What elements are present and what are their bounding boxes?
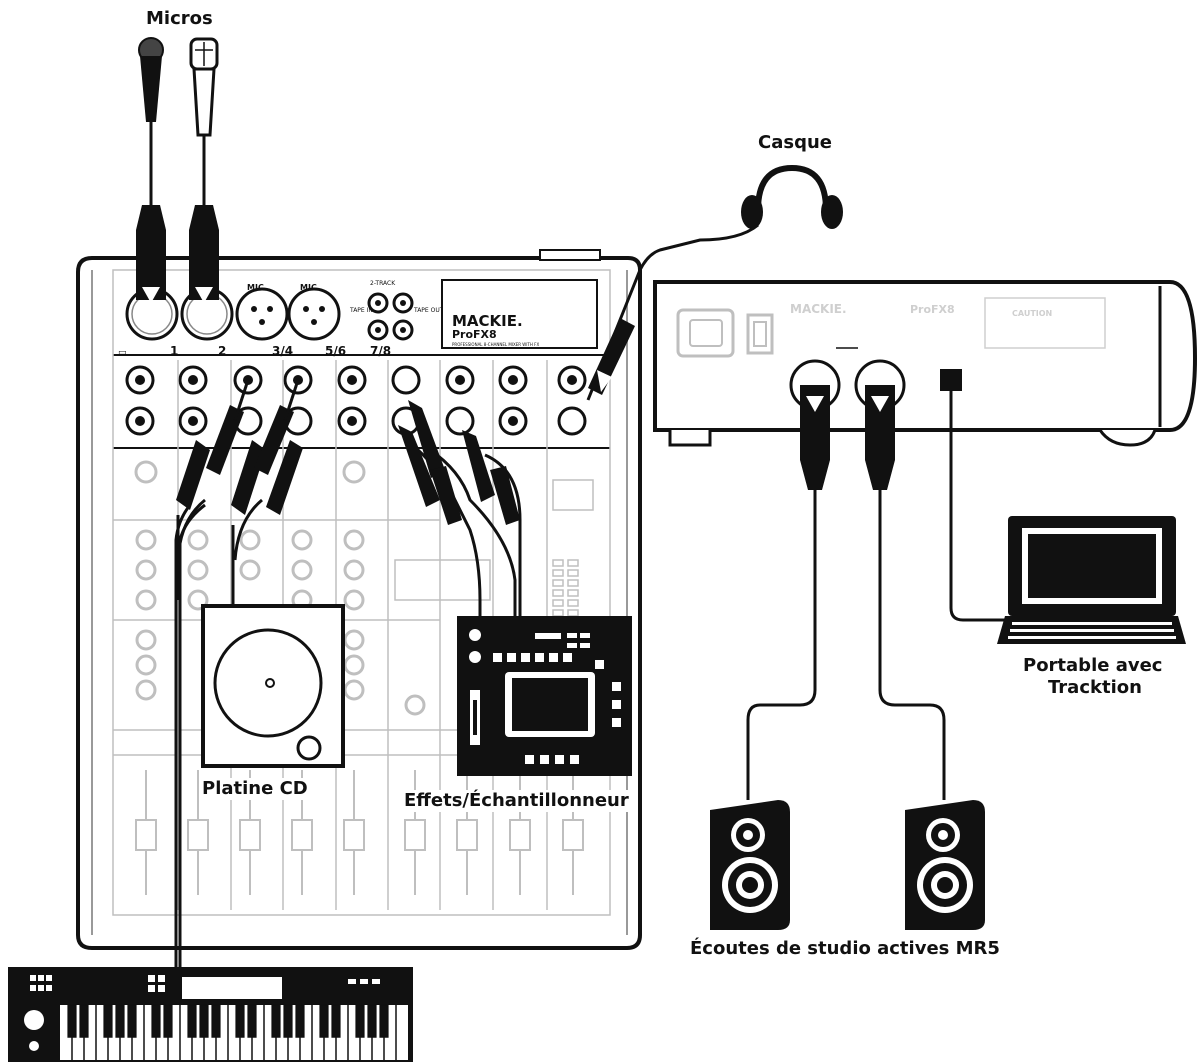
label-effets-echantillonneur: Effets/Échantillonneur	[402, 790, 631, 812]
xlr-input-4	[287, 287, 341, 341]
black-key	[115, 1004, 125, 1038]
black-key	[79, 1004, 89, 1038]
cd-plugs	[176, 379, 303, 561]
sampler-plugs	[398, 400, 520, 525]
speaker-right	[905, 800, 985, 930]
effects-sampler	[457, 616, 632, 776]
label-micros: Micros	[146, 8, 213, 29]
black-key	[151, 1004, 161, 1038]
tape-header: 2-TRACK	[370, 280, 396, 287]
black-key	[199, 1004, 209, 1038]
mixer-tagline: PROFESSIONAL 8-CHANNEL MIXER WITH FX	[452, 342, 539, 347]
channel-number-3: 3/4	[272, 344, 293, 358]
microphone-black	[138, 37, 164, 205]
channel-faders	[135, 770, 584, 895]
black-key	[103, 1004, 113, 1038]
cd-player	[176, 515, 345, 768]
black-key	[163, 1004, 173, 1038]
mixer-brand: MACKIE.	[452, 312, 523, 330]
tape-rca-jacks: 2-TRACK TAPE IN TAPE OUT	[349, 280, 444, 341]
black-key	[271, 1004, 281, 1038]
channel-number-2: 2	[218, 344, 226, 358]
mixer-top-view: MIC MIC ▭ 1 2 3/4 5/6 7/8 2-TRACK TAPE I…	[76, 249, 642, 950]
phantom-label: ▭	[118, 348, 127, 358]
level-meters	[552, 559, 579, 617]
black-key	[187, 1004, 197, 1038]
usb-cable	[949, 391, 1010, 622]
laptop	[997, 516, 1186, 644]
black-key	[355, 1004, 365, 1038]
black-key	[331, 1004, 341, 1038]
channel-number-1: 1	[170, 344, 178, 358]
label-casque: Casque	[758, 132, 832, 153]
xlr-input-3	[235, 287, 289, 341]
microphone-white	[189, 37, 219, 205]
black-key	[127, 1004, 137, 1038]
black-key	[67, 1004, 77, 1038]
black-key	[379, 1004, 389, 1038]
xlr-plug-2	[189, 205, 219, 303]
black-key	[319, 1004, 329, 1038]
label-ecoutes-mr5: Écoutes de studio actives MR5	[690, 938, 1000, 959]
keyboard-cables	[174, 503, 206, 970]
mic-label-4: MIC	[300, 283, 317, 292]
line-jacks	[125, 365, 587, 436]
channel-number-4: 5/6	[325, 344, 346, 358]
black-key	[235, 1004, 245, 1038]
xlr-out-plugs	[800, 385, 895, 490]
speaker-left	[710, 800, 790, 930]
tape-in-label: TAPE IN	[349, 307, 373, 314]
mixer-model: ProFX8	[452, 328, 497, 341]
black-key	[295, 1004, 305, 1038]
mic-label-3: MIC	[247, 283, 264, 292]
xlr-plug-1	[136, 205, 166, 303]
black-key	[247, 1004, 257, 1038]
black-key	[367, 1004, 377, 1038]
label-portable-line2: Tracktion	[1048, 677, 1142, 698]
tape-out-label: TAPE OUT	[413, 307, 444, 314]
mixer-logo-panel: MACKIE. ProFX8 PROFESSIONAL 8-CHANNEL MI…	[441, 279, 598, 349]
keyboard	[8, 967, 413, 1062]
headphones	[586, 164, 843, 401]
microphones	[136, 37, 219, 303]
black-key	[283, 1004, 293, 1038]
rear-caution: CAUTION	[1012, 309, 1052, 318]
mixer-rear-panel: MACKIE. ProFX8 CAUTION	[653, 280, 1198, 447]
speaker-cables	[746, 480, 946, 800]
label-portable-line1: Portable avec	[1023, 655, 1163, 676]
label-platine-cd: Platine CD	[200, 778, 310, 800]
rear-brand: MACKIE.	[790, 302, 847, 316]
channel-number-5: 7/8	[370, 344, 391, 358]
black-key	[211, 1004, 221, 1038]
rear-model: ProFX8	[910, 303, 955, 316]
